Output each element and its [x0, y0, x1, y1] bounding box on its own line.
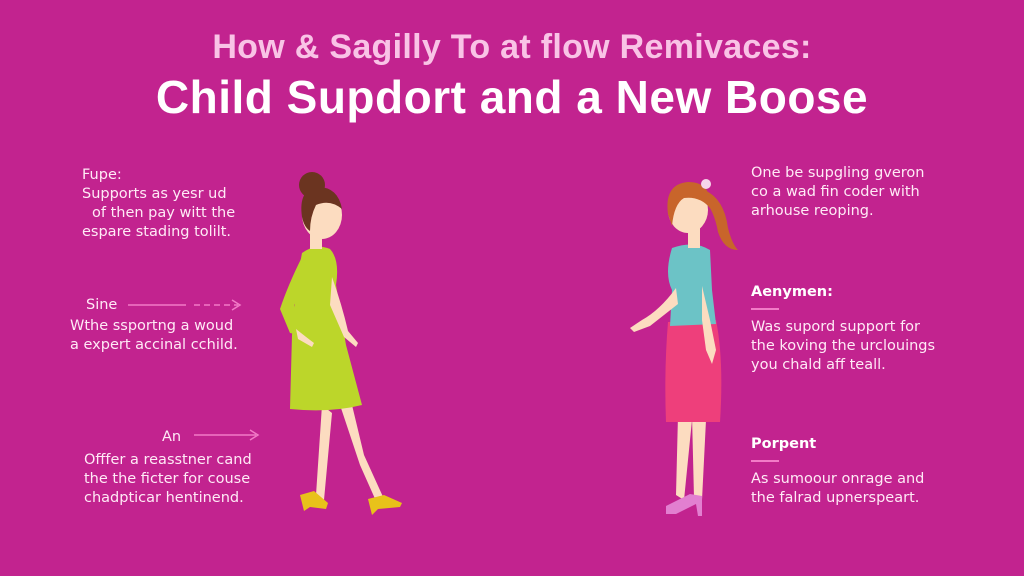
divider [751, 308, 779, 310]
left-block-2: Sine Wthe ssportng a woud a expert accin… [70, 296, 238, 355]
divider [751, 460, 779, 462]
title-line-2: Child Supdort and a New Boose [155, 71, 869, 123]
left-block-3-line-1: Offfer a reasstner cand [84, 452, 252, 468]
left-block-1-heading: Fupe: [82, 167, 122, 183]
left-block-3: An Offfer a reasstner cand the the ficte… [84, 428, 252, 508]
right-block-2-line-2: the koving the urclouings [751, 338, 936, 354]
left-block-1: Fupe: Supports as yesr ud of then pay wi… [82, 166, 235, 242]
right-block-2-line-1: Was supord support for [751, 319, 921, 335]
right-block-1: One be supgling gveron co a wad fin code… [751, 164, 925, 221]
arrow-right-icon [194, 429, 260, 441]
left-block-3-line-3: chadpticar hentinend. [84, 490, 244, 506]
woman-teal-top-pink-skirt-illustration [630, 179, 738, 516]
left-block-3-heading: An [162, 429, 182, 445]
left-block-1-line-3: espare stading tolilt. [82, 224, 232, 240]
right-block-3-heading: Porpent [751, 436, 817, 452]
right-block-3-line-2: the falrad upnerspeart. [751, 490, 920, 506]
right-block-1-line-3: arhouse reoping. [751, 203, 874, 219]
left-block-3-line-2: the the ficter for couse [84, 471, 251, 487]
left-block-2-line-1: Wthe ssportng a woud [70, 318, 234, 334]
right-block-2: Aenymen: Was supord support for the kovi… [751, 283, 935, 375]
right-block-1-line-1: One be supgling gveron [751, 165, 925, 181]
left-block-1-line-2: of then pay witt the [92, 205, 236, 221]
woman-green-dress-illustration [280, 172, 402, 515]
arrow-right-icon [128, 299, 242, 311]
left-block-1-line-1: Supports as yesr ud [82, 186, 227, 202]
right-block-1-line-2: co a wad fin coder with [751, 184, 920, 200]
right-block-2-heading: Aenymen: [751, 284, 833, 300]
left-block-2-heading: Sine [86, 297, 118, 313]
right-block-3-line-1: As sumoour onrage and [751, 471, 925, 487]
left-block-2-line-2: a expert accinal cchild. [70, 337, 238, 353]
right-block-3: Porpent As sumoour onrage and the falrad… [751, 435, 924, 508]
right-block-2-line-3: you chald aff teall. [751, 357, 886, 373]
title-line-1: How & Sagilly To at flow Remivaces: [212, 28, 812, 66]
